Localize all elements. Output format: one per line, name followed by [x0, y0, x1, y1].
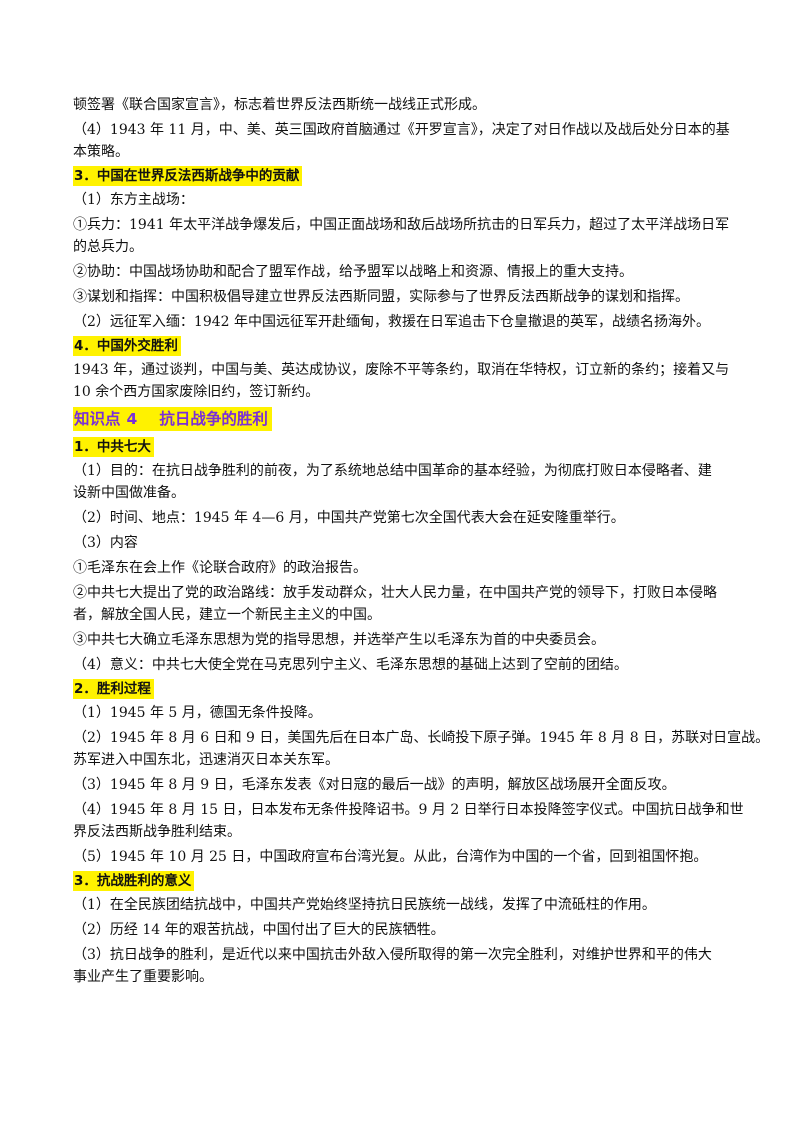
paragraph: （4）1943 年 11 月，中、美、英三国政府首脑通过《开罗宣言》，决定了对日…	[73, 122, 730, 138]
paragraph: （4）意义：中共七大使全党在马克思列宁主义、毛泽东思想的基础上达到了空前的团结。	[73, 657, 628, 673]
section-heading: 3．抗战胜利的意义	[73, 871, 195, 891]
paragraph: ①毛泽东在会上作《论联合政府》的政治报告。	[73, 560, 367, 576]
section-heading: 2．胜利过程	[73, 679, 154, 699]
paragraph: 1943 年，通过谈判，中国与美、英达成协议，废除不平等条约，取消在华特权，订立…	[73, 362, 730, 378]
knowledge-point-title: 抗日战争的胜利	[159, 410, 268, 428]
paragraph: ①兵力：1941 年太平洋战争爆发后，中国正面战场和敌后战场所抗击的日军兵力，超…	[73, 217, 730, 233]
paragraph: ②协助：中国战场协助和配合了盟军作战，给予盟军以战略上和资源、情报上的重大支持。	[73, 264, 633, 280]
paragraph: （3）抗日战争的胜利，是近代以来中国抗击外敌入侵所取得的第一次完全胜利，对维护世…	[73, 947, 712, 963]
section-heading: 3．中国在世界反法西斯战争中的贡献	[73, 166, 303, 186]
paragraph: 10 余个西方国家废除旧约，签订新约。	[73, 384, 320, 400]
paragraph: ②中共七大提出了党的政治路线：放手发动群众，壮大人民力量，在中国共产党的领导下，…	[73, 585, 717, 601]
paragraph: 本策略。	[73, 144, 129, 160]
paragraph: （1）在全民族团结抗战中，中国共产党始终坚持抗日民族统一战线，发挥了中流砥柱的作…	[73, 897, 656, 913]
paragraph: （2）1945 年 8 月 6 日和 9 日，美国先后在日本广岛、长崎投下原子弹…	[73, 730, 770, 746]
paragraph: （4）1945 年 8 月 15 日，日本发布无条件投降诏书。9 月 2 日举行…	[73, 802, 744, 818]
paragraph: ③中共七大确立毛泽东思想为党的指导思想，并选举产生以毛泽东为首的中央委员会。	[73, 632, 605, 648]
paragraph: ③谋划和指挥：中国积极倡导建立世界反法西斯同盟，实际参与了世界反法西斯战争的谋划…	[73, 289, 689, 305]
paragraph: （1）东方主战场：	[73, 192, 194, 208]
paragraph: （1）1945 年 5 月，德国无条件投降。	[73, 705, 322, 721]
section-heading: 4．中国外交胜利	[73, 336, 181, 356]
paragraph: （3）内容	[73, 535, 138, 551]
knowledge-point-number: 4	[126, 410, 138, 428]
paragraph: 设新中国做准备。	[73, 485, 185, 501]
paragraph: 者，解放全国人民，建立一个新民主主义的中国。	[73, 607, 381, 623]
paragraph: （2）远征军入缅：1942 年中国远征军开赴缅甸，救援在日军追击下仓皇撤退的英军…	[73, 314, 710, 330]
paragraph: 的总兵力。	[73, 239, 143, 255]
paragraph: 界反法西斯战争胜利结束。	[73, 824, 241, 840]
knowledge-point-heading: 知识点 4 抗日战争的胜利	[73, 407, 272, 431]
paragraph: 事业产生了重要影响。	[73, 969, 213, 985]
section-heading: 1．中共七大	[73, 437, 154, 457]
paragraph: （2）时间、地点：1945 年 4—6 月，中国共产党第七次全国代表大会在延安隆…	[73, 510, 625, 526]
paragraph: （1）目的：在抗日战争胜利的前夜，为了系统地总结中国革命的基本经验，为彻底打败日…	[73, 463, 712, 479]
paragraph: （2）历经 14 年的艰苦抗战，中国付出了巨大的民族牺牲。	[73, 922, 445, 938]
document-page: 顿签署《联合国家宣言》，标志着世界反法西斯统一战线正式形成。 （4）1943 年…	[73, 94, 770, 988]
paragraph: 顿签署《联合国家宣言》，标志着世界反法西斯统一战线正式形成。	[73, 97, 486, 113]
paragraph: （5）1945 年 10 月 25 日，中国政府宣布台湾光复。从此，台湾作为中国…	[73, 849, 708, 865]
knowledge-point-label: 知识点	[74, 410, 121, 428]
paragraph: 苏军进入中国东北，迅速消灭日本关东军。	[73, 752, 339, 768]
paragraph: （3）1945 年 8 月 9 日，毛泽东发表《对日寇的最后一战》的声明，解放区…	[73, 777, 676, 793]
